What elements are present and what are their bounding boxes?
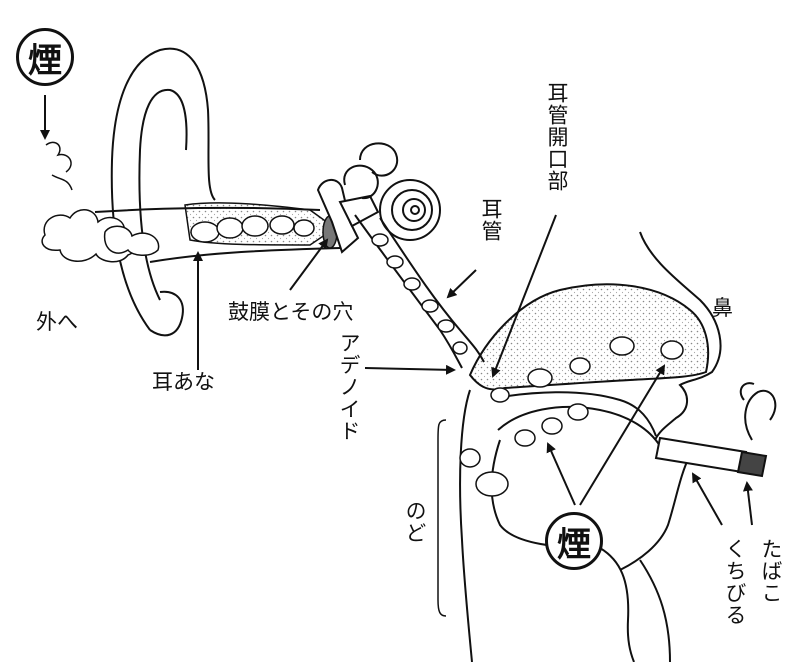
cigarette-icon <box>654 382 777 478</box>
smoke-badge-bottom: 煙 <box>545 512 603 570</box>
label-lips: くちびる <box>723 538 747 626</box>
inner-ear <box>343 142 441 241</box>
ear-canal <box>94 206 341 263</box>
label-ear-canal: 耳あな <box>152 370 215 394</box>
palate-and-tongue <box>459 389 661 662</box>
label-outer-ear: 外へ <box>36 310 78 334</box>
nose-and-face-profile <box>619 231 722 662</box>
arrow-icon <box>40 95 753 526</box>
smoke-wisp-icon <box>45 141 73 191</box>
label-tube-opening: 耳管開口部 <box>545 82 569 192</box>
nasal-cavity <box>468 283 710 391</box>
smoke-badge-top: 煙 <box>16 28 74 86</box>
label-adenoid: アデノイド <box>337 332 361 442</box>
nasal-smoke <box>459 336 684 497</box>
auricle-outline <box>110 47 216 337</box>
middle-ear-bones <box>316 179 380 254</box>
tube-smoke <box>371 233 468 355</box>
label-eardrum: 鼓膜とその穴 <box>228 300 354 324</box>
throat-bracket <box>437 419 447 617</box>
smoke-puff-icon <box>41 209 315 263</box>
label-nose: 鼻 <box>712 296 733 320</box>
label-cigarette: たばこ <box>759 538 783 604</box>
label-throat: のど <box>403 500 427 544</box>
label-eustachian-tube: 耳管 <box>479 198 503 242</box>
